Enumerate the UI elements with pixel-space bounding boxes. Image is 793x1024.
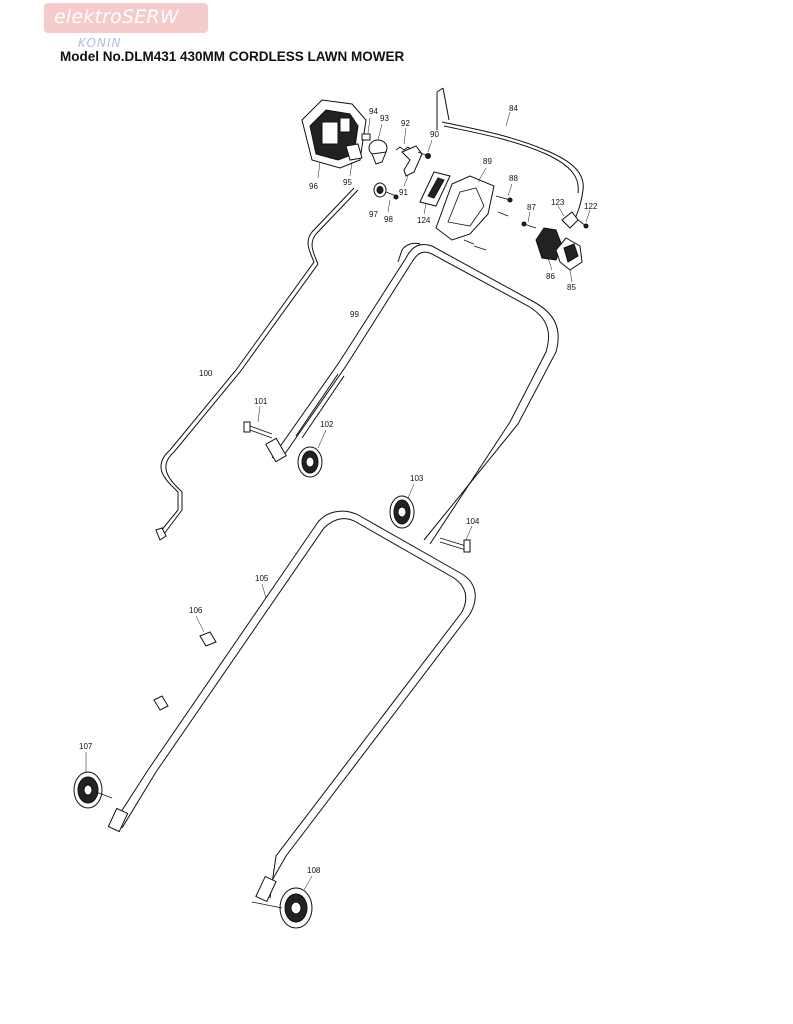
part-100-rod xyxy=(155,187,359,541)
logo-subtext: KONIN xyxy=(78,36,122,50)
label-107: 107 xyxy=(79,742,93,751)
part-91-switch-lever xyxy=(401,145,423,187)
label-98: 98 xyxy=(384,215,393,224)
part-85-lever-cover xyxy=(555,237,583,283)
label-97: 97 xyxy=(369,210,378,219)
label-123: 123 xyxy=(551,198,565,207)
label-100: 100 xyxy=(199,369,213,378)
label-85: 85 xyxy=(567,283,576,292)
label-93: 93 xyxy=(380,114,389,123)
label-122: 122 xyxy=(584,202,598,211)
logo-text: elektroSERW xyxy=(54,6,179,28)
label-95: 95 xyxy=(343,178,352,187)
part-105-lower-handle xyxy=(107,510,476,903)
part-123-clip xyxy=(557,205,579,229)
label-84: 84 xyxy=(509,104,518,113)
label-91: 91 xyxy=(399,188,408,197)
page-title: Model No.DLM431 430MM CORDLESS LAWN MOWE… xyxy=(60,49,405,64)
part-103-knob xyxy=(389,483,415,529)
label-89: 89 xyxy=(483,157,492,166)
elektroserw-logo: elektroSERW xyxy=(44,3,208,33)
part-107-knob xyxy=(73,752,113,809)
label-88: 88 xyxy=(509,174,518,183)
part-106-fitting xyxy=(153,615,217,711)
label-101: 101 xyxy=(254,397,268,406)
label-90: 90 xyxy=(430,130,439,139)
label-92: 92 xyxy=(401,119,410,128)
part-104-bolt xyxy=(439,525,473,553)
label-106: 106 xyxy=(189,606,203,615)
label-103: 103 xyxy=(410,474,424,483)
label-105: 105 xyxy=(255,574,269,583)
part-94-spring xyxy=(361,117,371,141)
part-90-screw xyxy=(417,139,433,159)
label-99: 99 xyxy=(350,310,359,319)
part-95-lock-button xyxy=(345,143,363,177)
part-122-screw xyxy=(577,209,591,229)
part-124-switch-plate xyxy=(419,171,451,215)
part-108-knob xyxy=(251,875,313,929)
part-92-spring xyxy=(395,127,413,151)
label-86: 86 xyxy=(546,272,555,281)
label-102: 102 xyxy=(320,420,334,429)
label-87: 87 xyxy=(527,203,536,212)
label-124: 124 xyxy=(417,216,431,225)
part-96-switch-box xyxy=(301,99,367,179)
part-98-screw xyxy=(385,191,399,213)
label-104: 104 xyxy=(466,517,480,526)
part-93-switch-cap xyxy=(368,139,388,165)
part-87-screw xyxy=(521,211,537,229)
part-99-upper-handle xyxy=(265,242,559,545)
label-94: 94 xyxy=(369,107,378,116)
part-88-screw xyxy=(495,183,513,203)
part-102-knob xyxy=(297,429,327,478)
part-89-handle-bracket xyxy=(435,167,495,241)
part-89-screws xyxy=(463,211,509,251)
part-97-knob xyxy=(373,182,387,198)
label-96: 96 xyxy=(309,182,318,191)
part-101-bolt xyxy=(243,405,273,439)
label-108: 108 xyxy=(307,866,321,875)
part-84-cable xyxy=(436,87,584,226)
